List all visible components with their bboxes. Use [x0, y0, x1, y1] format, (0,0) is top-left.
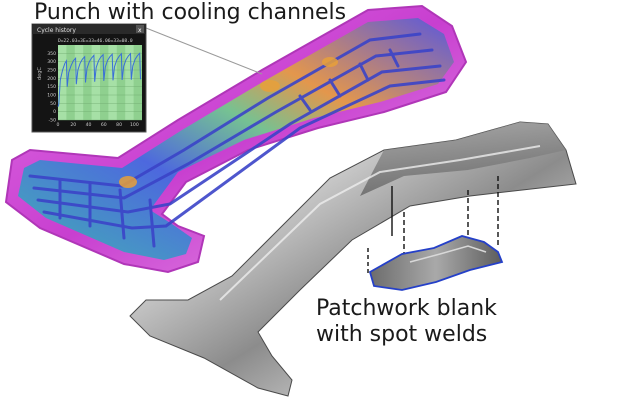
- inset-y-tick-label: 150: [47, 84, 56, 90]
- formed-part: [129, 121, 577, 397]
- inset-x-tick-label: 80: [116, 122, 122, 128]
- inset-y-tick-label: 200: [47, 76, 56, 82]
- patchwork-caption-line-2: with spot welds: [316, 322, 488, 347]
- inset-x-tick-label: 60: [101, 122, 107, 128]
- inset-x-tick-label: 20: [70, 122, 76, 128]
- inset-x-tick-label: 40: [86, 122, 92, 128]
- patchwork-blank: [368, 235, 504, 291]
- patchwork-blank-highlight: [409, 245, 487, 263]
- inset-plot-stripe: [83, 45, 92, 120]
- hot-spots: [119, 57, 338, 188]
- inset-plot-stripe: [66, 45, 75, 120]
- patchwork-caption: Patchwork blank with spot welds: [316, 296, 497, 348]
- inset-y-tick-label: 100: [47, 93, 56, 99]
- inset-y-tick-label: 50: [50, 101, 56, 107]
- inset-series-line: [57, 52, 141, 107]
- projection-lines: [367, 176, 499, 276]
- formed-part-ridge: [219, 145, 541, 301]
- inset-x-tick-label: 0: [57, 122, 60, 128]
- punch-part: [4, 4, 468, 274]
- inset-plot-stripe: [100, 45, 109, 120]
- patchwork-blank-body: [368, 235, 504, 291]
- inset-x-tick-label: 100: [130, 122, 139, 128]
- inset-plot-stripe: [133, 45, 142, 120]
- inset-title: Cycle history: [37, 27, 76, 34]
- inset-close-glyph: x: [138, 27, 142, 34]
- cooling-channels: [28, 32, 446, 248]
- formed-part-body: [129, 121, 577, 397]
- inset-y-tick-label: 350: [47, 51, 56, 57]
- inset-y-tick-label: -50: [48, 118, 56, 124]
- inset-panel: Cycle history x D=22.03=3E=33=46.06=33=0…: [31, 23, 147, 133]
- inset-y-tick-label: 250: [47, 68, 56, 74]
- inset-title-bar: [32, 24, 146, 34]
- inset-y-tick-label: 300: [47, 59, 56, 65]
- inset-y-tick-label: 0: [53, 109, 56, 115]
- inset-y-axis-label: degC: [37, 67, 43, 80]
- inset-close-button[interactable]: [136, 25, 144, 33]
- punch-caption: Punch with cooling channels: [34, 0, 347, 25]
- punch-heat-surface: [18, 18, 454, 260]
- inset-pointer-line: [145, 27, 263, 75]
- inset-legend-label: D=22.03=3E=33=46.06=33=08.0: [58, 38, 133, 44]
- patchwork-caption-line-1: Patchwork blank: [316, 296, 497, 321]
- inset-plot-stripe: [116, 45, 126, 120]
